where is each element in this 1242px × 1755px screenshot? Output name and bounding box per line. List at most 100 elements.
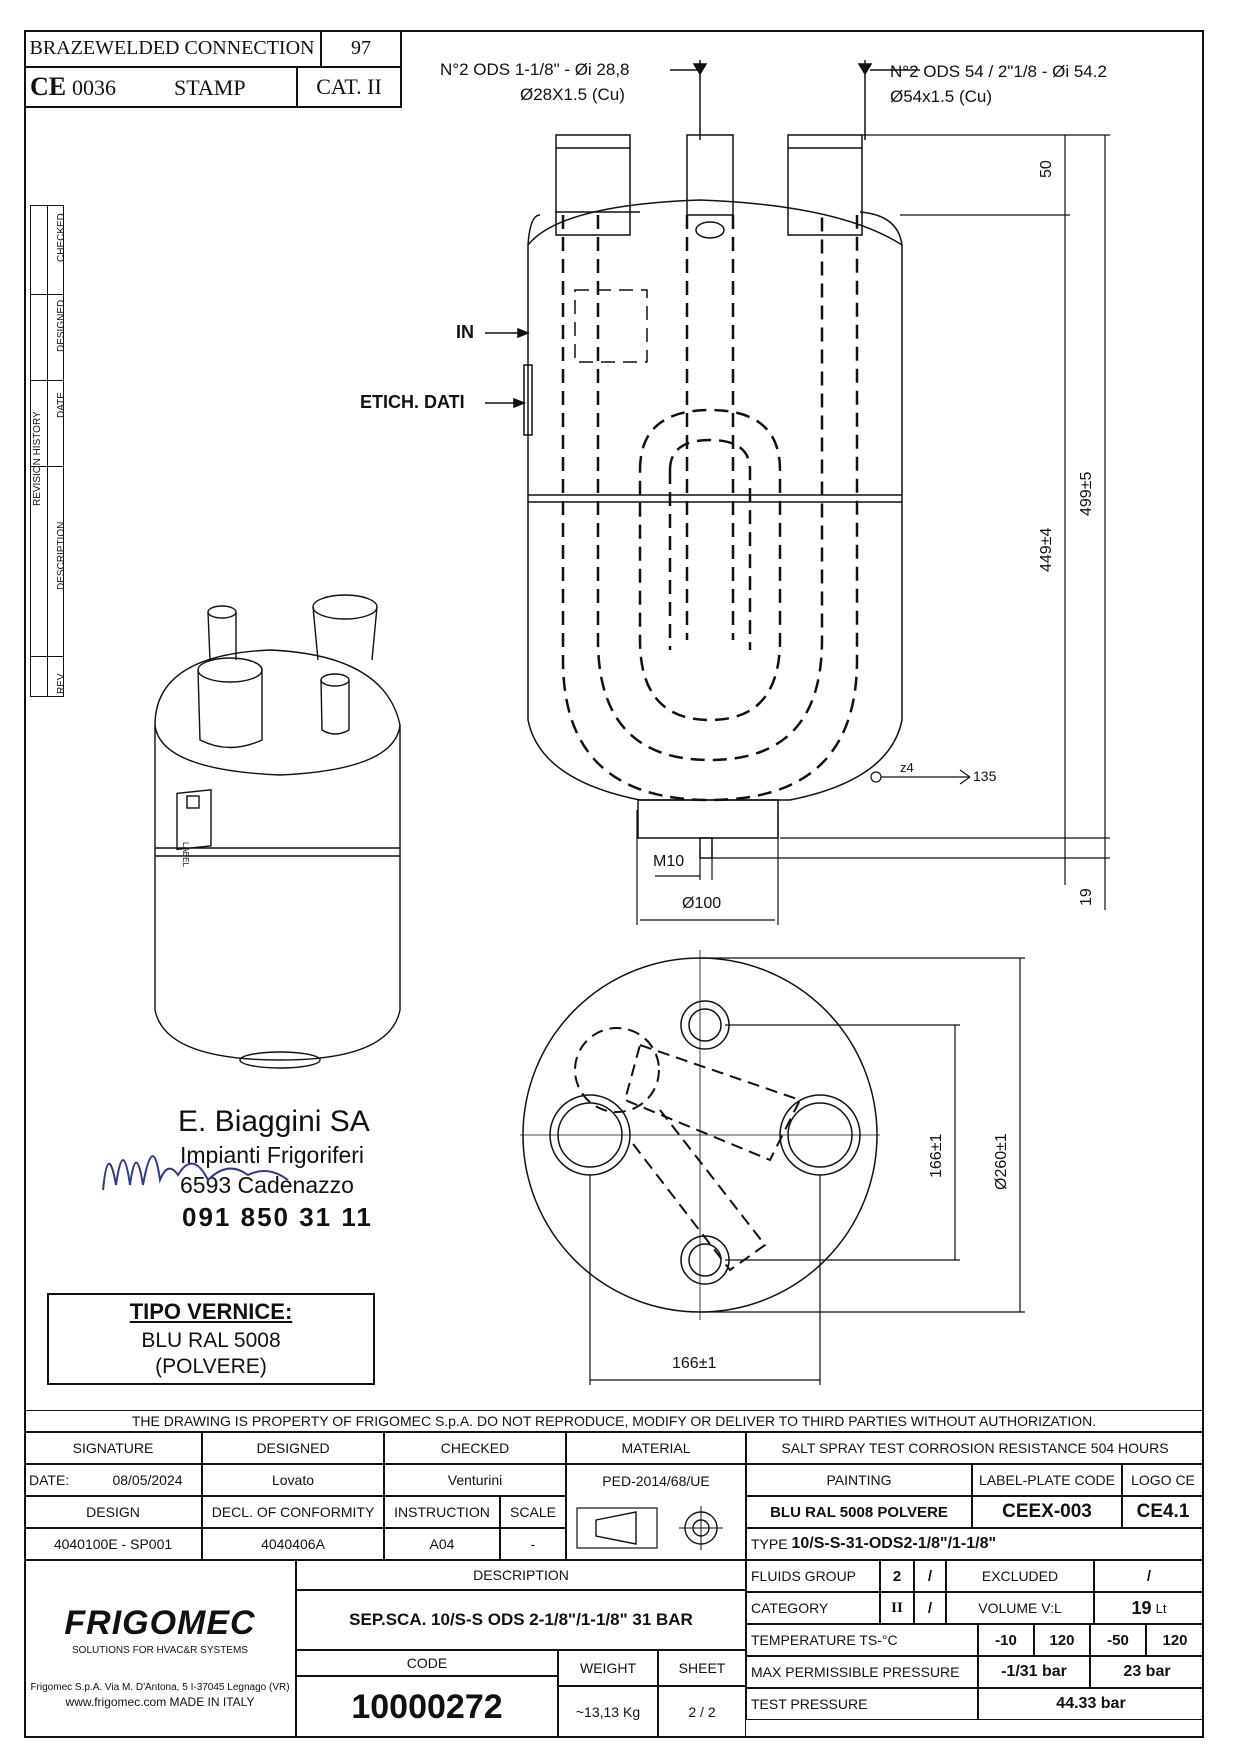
vessel-outline bbox=[527, 211, 903, 801]
stamp-line1: Impianti Frigoriferi bbox=[180, 1142, 365, 1168]
scale-value: - bbox=[500, 1528, 566, 1560]
dim-166-horizontal: 166±1 bbox=[672, 1355, 717, 1372]
logo-ce-value: CE4.1 bbox=[1122, 1496, 1204, 1528]
in-label: IN bbox=[456, 322, 474, 342]
signature-icon bbox=[102, 1155, 289, 1191]
label-plate-header: LABEL-PLATE CODE bbox=[972, 1464, 1122, 1496]
salt-spray: SALT SPRAY TEST CORROSION RESISTANCE 504… bbox=[746, 1432, 1204, 1464]
sheet-value: 2 / 2 bbox=[658, 1686, 746, 1738]
conn-large-label-1: N°2 ODS 54 / 2"1/8 - Øi 54.2 bbox=[890, 62, 1107, 81]
stamp-label: STAMP bbox=[174, 75, 246, 100]
description-value: SEP.SCA. 10/S-S ODS 2-1/8"/1-1/8" 31 BAR bbox=[296, 1590, 746, 1650]
type-label: TYPE bbox=[751, 1536, 788, 1552]
painting-header: PAINTING bbox=[746, 1464, 972, 1496]
conn-large-label-2: Ø54x1.5 (Cu) bbox=[890, 87, 993, 106]
dim-449: 449±4 bbox=[1038, 527, 1055, 572]
volume-cell: 19 Lt bbox=[1094, 1592, 1204, 1624]
technical-drawing bbox=[154, 60, 1110, 1385]
stamp-company: E. Biaggini SA bbox=[178, 1105, 370, 1138]
pipe-left bbox=[555, 134, 631, 236]
paint-title: TIPO VERNICE: bbox=[129, 1299, 293, 1324]
temperature-label: TEMPERATURE TS-°C bbox=[746, 1624, 978, 1656]
instruction-header: INSTRUCTION bbox=[384, 1496, 500, 1528]
address-line2: www.frigomec.com MADE IN ITALY bbox=[65, 1694, 255, 1709]
designed-header: DESIGNED bbox=[202, 1432, 384, 1464]
sheet-header: SHEET bbox=[658, 1650, 746, 1686]
volume-unit: Lt bbox=[1155, 1600, 1167, 1616]
paint-line2: (POLVERE) bbox=[155, 1355, 267, 1378]
fluids-group-label: FLUIDS GROUP bbox=[746, 1560, 880, 1592]
d100-label: Ø100 bbox=[682, 895, 722, 912]
projection-symbol bbox=[566, 1496, 746, 1560]
title-block: THE DRAWING IS PROPERTY OF FRIGOMEC S.p.… bbox=[24, 1410, 1204, 1738]
label-plate bbox=[523, 364, 533, 436]
dim-19: 19 bbox=[1078, 888, 1095, 906]
address-line1: Frigomec S.p.A. Via M. D'Antona, 5 I-370… bbox=[30, 1681, 290, 1693]
decl-header: DECL. OF CONFORMITY bbox=[202, 1496, 384, 1528]
iso-label-text: LABEL bbox=[181, 842, 190, 867]
property-notice: THE DRAWING IS PROPERTY OF FRIGOMEC S.p.… bbox=[24, 1410, 1204, 1432]
volume-label: VOLUME V:L bbox=[946, 1592, 1094, 1624]
logo-cell: FRIGOMEC SOLUTIONS FOR HVAC&R SYSTEMS Fr… bbox=[24, 1560, 296, 1738]
pipe-right bbox=[787, 134, 863, 236]
category-label: CAT. II bbox=[298, 68, 402, 108]
decl-value: 4040406A bbox=[202, 1528, 384, 1560]
scale-header: SCALE bbox=[500, 1496, 566, 1528]
projection-icon bbox=[576, 1505, 723, 1550]
max-pressure-value-2: 23 bar bbox=[1090, 1656, 1204, 1688]
ce-row: CE 0036 STAMP bbox=[24, 68, 298, 108]
pipe-center bbox=[686, 134, 734, 216]
test-pressure-value: 44.33 bar bbox=[978, 1688, 1204, 1720]
category-row-value: II bbox=[880, 1592, 914, 1624]
dim-499: 499±5 bbox=[1078, 471, 1095, 516]
dim-260: Ø260±1 bbox=[993, 1133, 1010, 1190]
weld-process-label: 135 bbox=[973, 768, 997, 784]
stamp-line2: 6593 Cadenazzo bbox=[180, 1172, 354, 1198]
weight-value: ~13,13 Kg bbox=[558, 1686, 658, 1738]
paint-line1: BLU RAL 5008 bbox=[141, 1329, 281, 1352]
material-header: MATERIAL bbox=[566, 1432, 746, 1464]
fluids-slash: / bbox=[914, 1560, 946, 1592]
checked-value: Venturini bbox=[384, 1464, 566, 1496]
instruction-value: A04 bbox=[384, 1528, 500, 1560]
dim-50: 50 bbox=[1038, 160, 1055, 178]
designed-value: Lovato bbox=[202, 1464, 384, 1496]
excluded-value: / bbox=[1094, 1560, 1204, 1592]
type-row: TYPE 10/S-S-31-ODS2-1/8"/1-1/8" bbox=[746, 1528, 1204, 1560]
painting-value: BLU RAL 5008 POLVERE bbox=[746, 1496, 972, 1528]
excluded-label: EXCLUDED bbox=[946, 1560, 1094, 1592]
logo-ce-header: LOGO CE bbox=[1122, 1464, 1204, 1496]
brazewelded-label: BRAZEWELDED CONNECTION bbox=[24, 30, 322, 68]
category-row-label: CATEGORY bbox=[746, 1592, 880, 1624]
weld-symbol-label: z4 bbox=[900, 760, 914, 775]
code-header: CODE bbox=[296, 1650, 558, 1676]
dim-166-vertical: 166±1 bbox=[928, 1133, 945, 1178]
signature-header: SIGNATURE bbox=[24, 1432, 202, 1464]
m10-label: M10 bbox=[653, 853, 685, 870]
iso-vessel bbox=[154, 649, 401, 1061]
temp-min-2: -50 bbox=[1090, 1624, 1146, 1656]
description-header: DESCRIPTION bbox=[296, 1560, 746, 1590]
temp-min-1: -10 bbox=[978, 1624, 1034, 1656]
ce-mark-icon: CE bbox=[30, 72, 67, 101]
logo-tagline: SOLUTIONS FOR HVAC&R SYSTEMS bbox=[72, 1644, 248, 1656]
paint-box: TIPO VERNICE: BLU RAL 5008 (POLVERE) bbox=[47, 1293, 375, 1385]
fluids-group-value: 2 bbox=[880, 1560, 914, 1592]
checked-header: CHECKED bbox=[384, 1432, 566, 1464]
revision-strip bbox=[30, 205, 64, 697]
brazewelded-number: 97 bbox=[322, 30, 402, 68]
weight-header: WEIGHT bbox=[558, 1650, 658, 1686]
date-label: DATE: bbox=[24, 1464, 94, 1496]
category-slash: / bbox=[914, 1592, 946, 1624]
design-value: 4040100E - SP001 bbox=[24, 1528, 202, 1560]
date-value: 08/05/2024 bbox=[94, 1464, 202, 1496]
conn-small-label-2: Ø28X1.5 (Cu) bbox=[520, 85, 625, 104]
design-header: DESIGN bbox=[24, 1496, 202, 1528]
volume-value: 19 bbox=[1131, 1597, 1152, 1618]
frigomec-logo: FRIGOMEC bbox=[64, 1603, 256, 1642]
test-pressure-label: TEST PRESSURE bbox=[746, 1688, 978, 1720]
stamp-phone: 091 850 31 11 bbox=[182, 1202, 373, 1232]
temp-max-2: 120 bbox=[1146, 1624, 1204, 1656]
code-value: 10000272 bbox=[296, 1676, 558, 1738]
temp-max-1: 120 bbox=[1034, 1624, 1090, 1656]
